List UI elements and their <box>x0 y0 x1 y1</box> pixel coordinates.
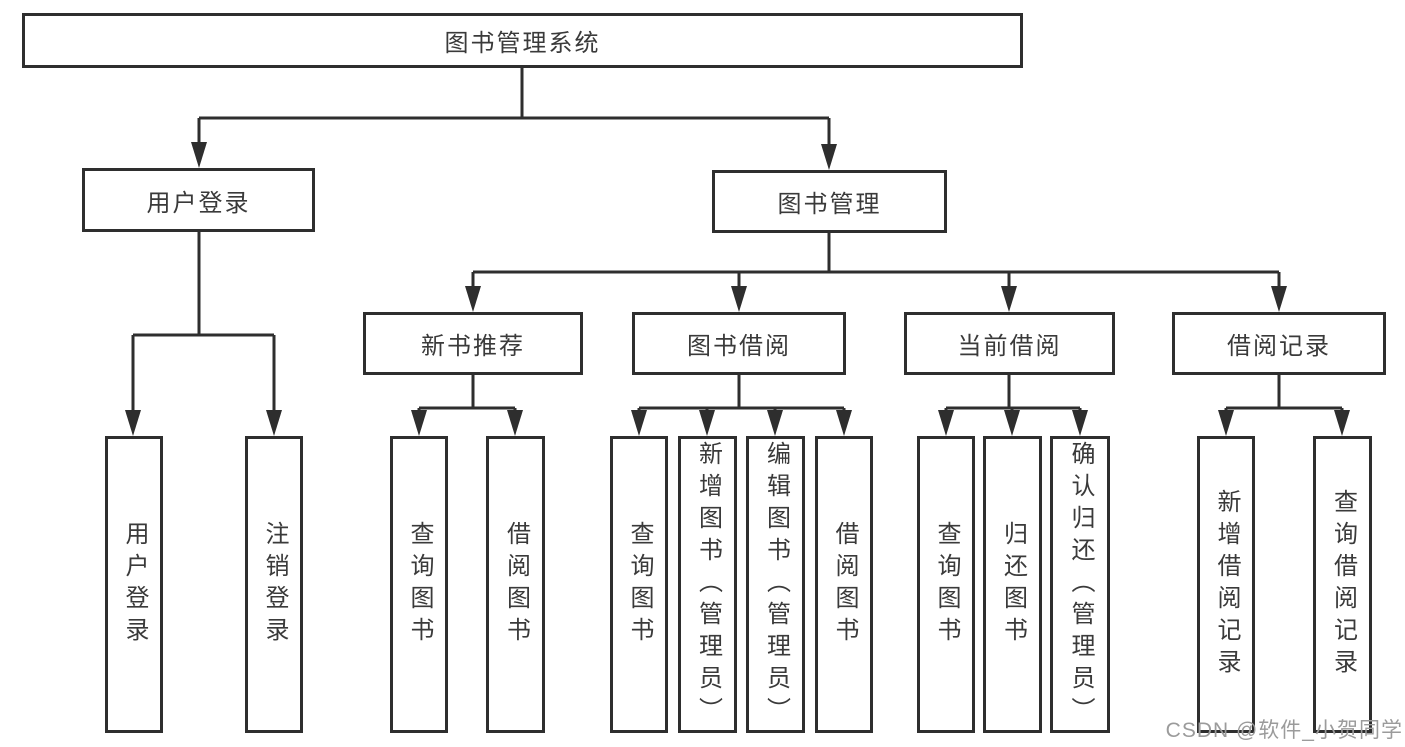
leaf-confirm-return-admin: 确认归还（管理员） <box>1050 436 1110 733</box>
node-label: 图书借阅 <box>687 333 791 360</box>
node-label: 用户登录 <box>146 189 251 217</box>
leaf-return-book: 归还图书 <box>983 436 1042 733</box>
node-new-book-recommend: 新书推荐 <box>363 312 583 375</box>
leaf-label: 查询图书 <box>933 520 960 649</box>
csdn-watermark: CSDN @软件_小贺同学 <box>1165 719 1403 742</box>
leaf-label: 确认归还（管理员） <box>1067 440 1094 729</box>
node-book-management: 图书管理 <box>712 170 947 233</box>
leaf-edit-book-admin: 编辑图书（管理员） <box>746 436 805 733</box>
leaf-label: 新增图书（管理员） <box>694 440 722 729</box>
node-root-system: 图书管理系统 <box>22 13 1023 68</box>
node-label: 借阅记录 <box>1227 333 1331 360</box>
leaf-borrow-book: 借阅图书 <box>815 436 873 733</box>
leaf-add-book-admin: 新增图书（管理员） <box>678 436 737 733</box>
node-label: 图书管理系统 <box>444 30 601 57</box>
leaf-user-login: 用户登录 <box>105 436 163 733</box>
node-label: 新书推荐 <box>421 333 525 360</box>
leaf-label: 注销登录 <box>261 520 288 649</box>
leaf-label: 借阅图书 <box>502 520 530 649</box>
leaf-label: 查询图书 <box>406 520 433 649</box>
leaf-logout-login: 注销登录 <box>245 436 303 733</box>
leaf-query-book-borrow: 查询图书 <box>610 436 668 733</box>
node-label: 图书管理 <box>777 191 882 218</box>
leaf-label: 编辑图书（管理员） <box>762 440 790 729</box>
node-borrow-records: 借阅记录 <box>1172 312 1386 375</box>
leaf-label: 归还图书 <box>999 520 1027 649</box>
node-current-borrow: 当前借阅 <box>904 312 1115 375</box>
leaf-query-borrow-record: 查询借阅记录 <box>1313 436 1372 733</box>
node-label: 当前借阅 <box>957 333 1062 360</box>
leaf-borrow-book-recommend: 借阅图书 <box>486 436 545 733</box>
leaf-query-book-current: 查询图书 <box>917 436 975 733</box>
leaf-query-book-recommend: 查询图书 <box>390 436 448 733</box>
leaf-add-borrow-record: 新增借阅记录 <box>1197 436 1255 733</box>
leaf-label: 查询图书 <box>626 520 653 649</box>
node-book-borrow: 图书借阅 <box>632 312 846 375</box>
leaf-label: 借阅图书 <box>831 520 858 649</box>
leaf-label: 用户登录 <box>121 520 148 649</box>
leaf-label: 新增借阅记录 <box>1213 488 1240 681</box>
node-user-login: 用户登录 <box>82 168 315 232</box>
leaf-label: 查询借阅记录 <box>1329 488 1357 681</box>
